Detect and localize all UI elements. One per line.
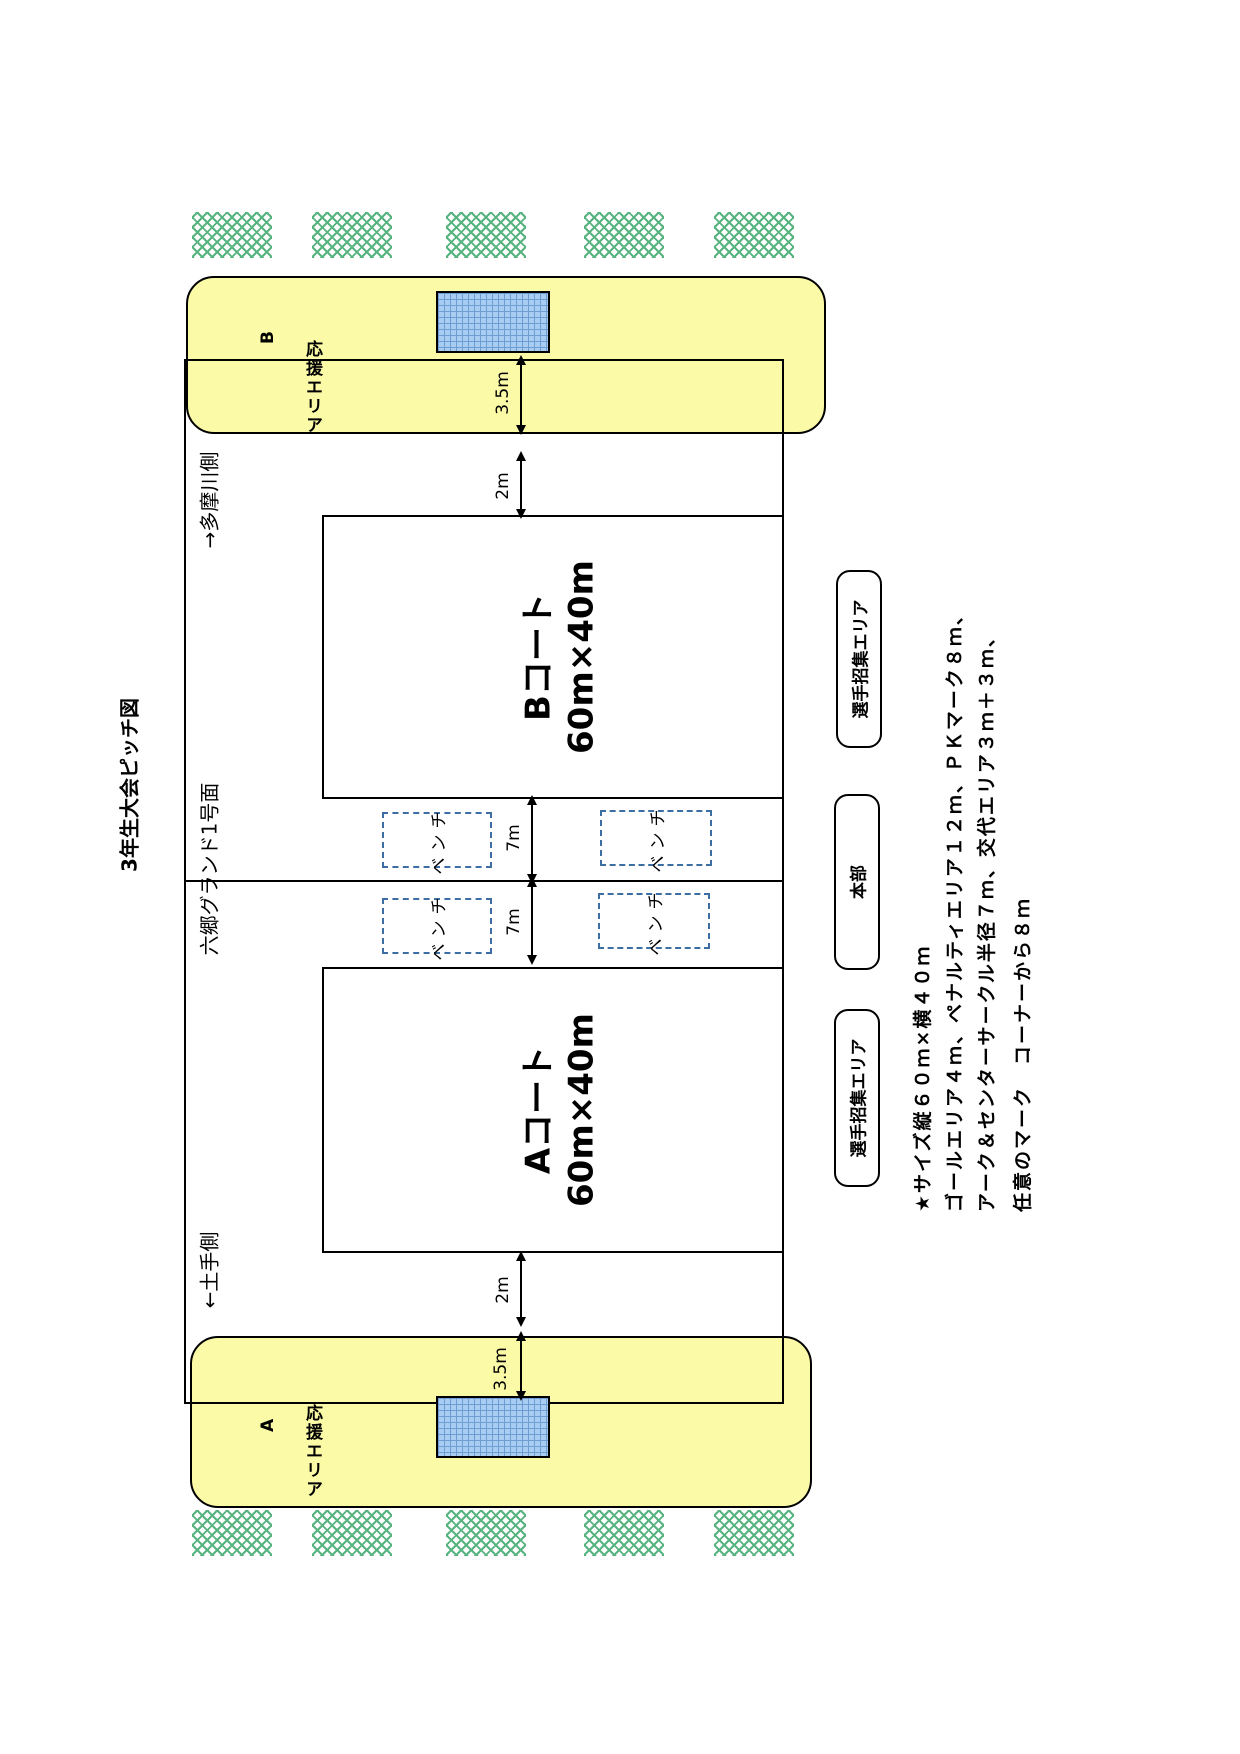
grass-decoration: [312, 212, 392, 258]
note-line-1: ★サイズ縦６０ｍ×横４０ｍ: [912, 944, 934, 1212]
grass-decoration: [446, 1510, 526, 1556]
bench-a-right-label: ベンチ: [646, 886, 667, 956]
bench-a-right: [598, 893, 710, 949]
goal-a: [436, 1396, 550, 1458]
grass-decoration: [192, 1510, 272, 1556]
cheer-area-a: [190, 1336, 812, 1508]
headquarters-label: 本部: [849, 865, 870, 899]
dim-goal-b-label: 3.5m: [493, 371, 513, 415]
grass-decoration: [714, 212, 794, 258]
bench-b-right: [600, 810, 712, 866]
bench-b-left-label: ベンチ: [429, 805, 450, 875]
cheer-area-b-label: 応援エリア: [302, 340, 322, 435]
grass-decoration: [584, 1510, 664, 1556]
grass-decoration: [312, 1510, 392, 1556]
dim-court-a-label: 2m: [493, 1276, 513, 1304]
dim-bench-a-label: 7m: [504, 908, 524, 936]
court-b: [322, 515, 784, 799]
bench-a-left: [382, 898, 492, 954]
grass-decoration: [584, 212, 664, 258]
grass-decoration: [446, 212, 526, 258]
grass-decoration: [714, 1510, 794, 1556]
recruit-area-a: [834, 1009, 880, 1187]
dim-court-b-label: 2m: [493, 472, 513, 500]
bench-a-left-label: ベンチ: [429, 891, 450, 961]
note-line-4: 任意のマーク コーナーから８ｍ: [1012, 896, 1034, 1212]
center-line: [184, 880, 784, 882]
recruit-area-a-label: 選手招集エリア: [849, 1038, 870, 1158]
bench-b-right-label: ベンチ: [648, 803, 669, 873]
grass-decoration: [192, 212, 272, 258]
dim-goal-a-label: 3.5m: [491, 1347, 511, 1391]
goal-b: [436, 291, 550, 353]
court-a: [322, 967, 784, 1253]
recruit-area-b: [836, 570, 882, 748]
bench-b-left: [382, 812, 492, 868]
recruit-area-b-label: 選手招集エリア: [851, 599, 872, 719]
note-line-3: アーク＆センターサークル半径７ｍ、交代エリア３ｍ＋３ｍ、: [976, 626, 998, 1212]
cheer-area-a-label: 応援エリア: [302, 1404, 322, 1499]
dim-bench-b-label: 7m: [504, 824, 524, 852]
headquarters-box: [834, 794, 880, 970]
note-line-2: ゴールエリア４ｍ、ペナルティエリア１２ｍ、ＰＫマーク８ｍ、: [944, 604, 966, 1212]
